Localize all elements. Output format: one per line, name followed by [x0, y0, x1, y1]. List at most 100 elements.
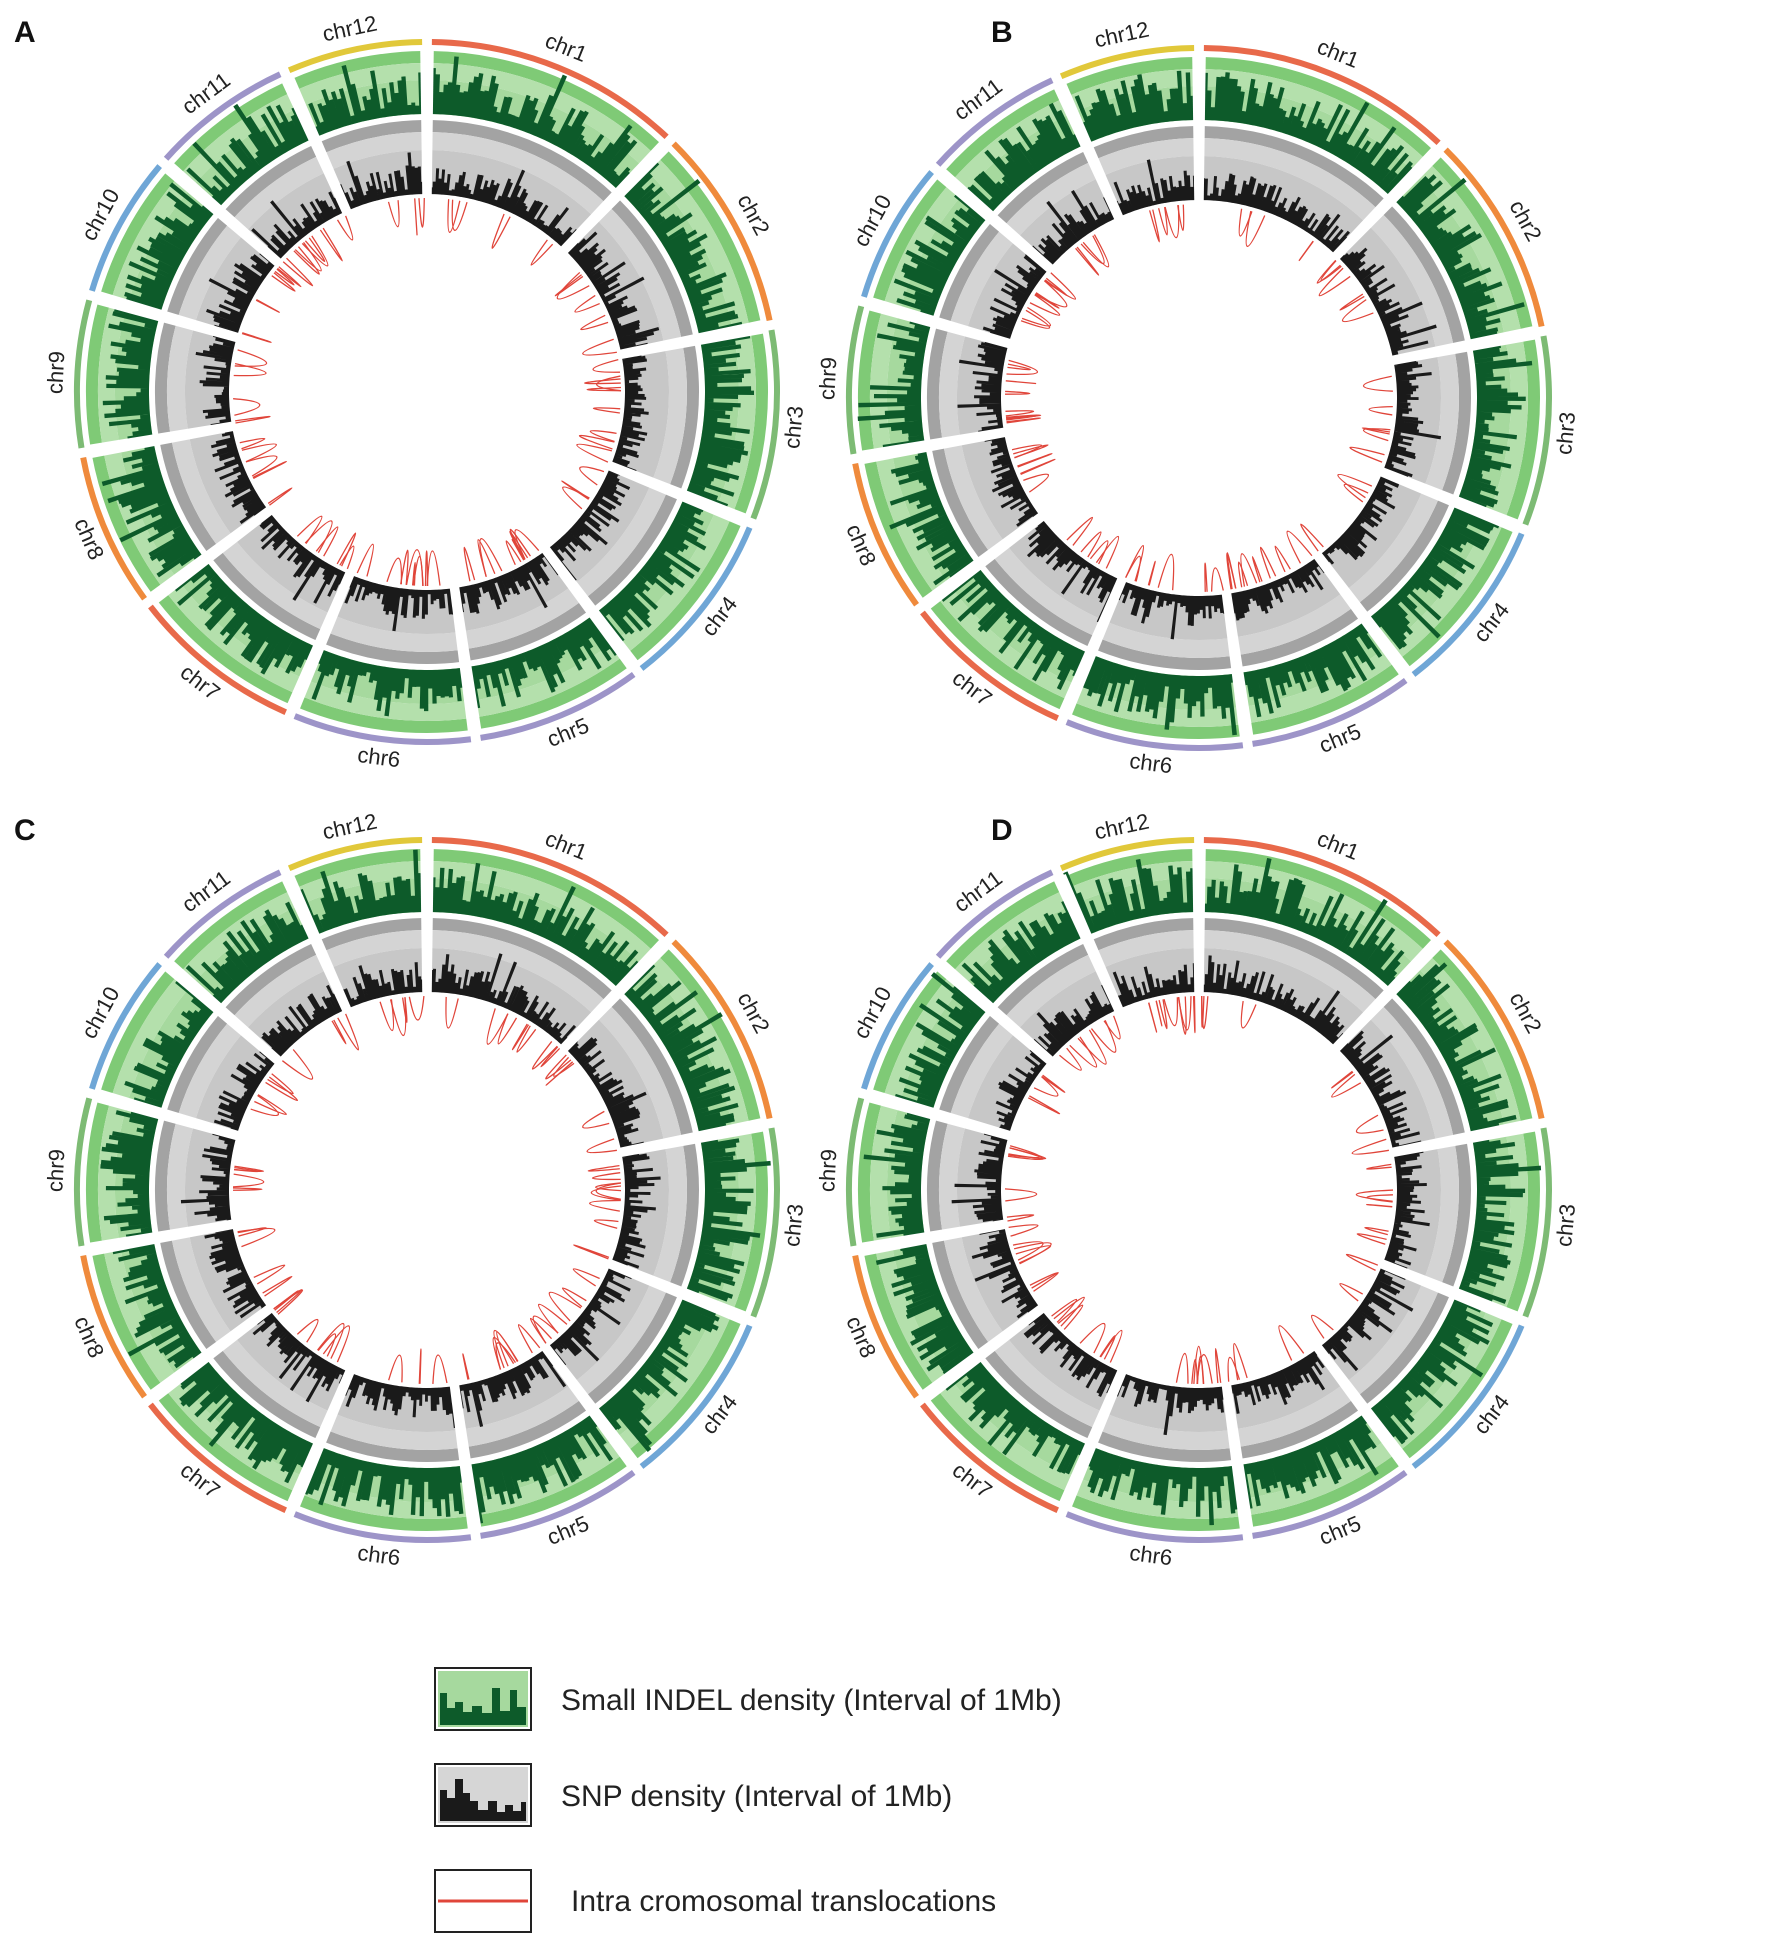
translocation-link	[593, 407, 621, 414]
translocation-link	[1029, 1272, 1059, 1292]
translocation-link	[1017, 452, 1053, 468]
indel-band	[92, 1251, 162, 1392]
chromosome-arc	[148, 1402, 287, 1513]
translocation-link	[389, 997, 407, 1036]
translocation-link	[1274, 545, 1291, 573]
snp-band	[1096, 930, 1196, 968]
indel-density-bars	[1394, 962, 1517, 1134]
snp-density-bars	[206, 251, 276, 335]
translocation-link	[1356, 1233, 1387, 1245]
chromosome-separator	[89, 426, 235, 459]
snp-band	[926, 326, 949, 442]
indel-band	[733, 1129, 769, 1314]
translocation-link	[1005, 414, 1040, 421]
translocation-link	[1366, 1203, 1393, 1208]
translocation-link	[531, 1041, 558, 1070]
translocation-link	[1331, 1073, 1362, 1098]
chromosome-chr6: chr6	[293, 575, 472, 772]
translocation-link	[1238, 208, 1253, 237]
snp-band	[178, 224, 243, 323]
indel-density-bars	[112, 1242, 203, 1369]
translocation-link	[245, 455, 278, 477]
translocation-link	[592, 1172, 621, 1181]
chromosome-arc	[1203, 837, 1441, 938]
translocation-link	[584, 378, 621, 385]
translocation-link	[1005, 410, 1034, 417]
snp-band	[610, 198, 694, 339]
translocation-link	[271, 272, 296, 292]
snp-band	[1100, 622, 1232, 658]
chromosome-arc	[293, 713, 472, 745]
indel-band	[1430, 156, 1533, 331]
snp-density-bars	[251, 191, 344, 261]
chromosome-separator	[1221, 1384, 1244, 1531]
translocation-link	[587, 1164, 620, 1172]
circos-panel-b: Bchr1chr2chr3chr4chr5chr6chr7chr8chr9chr…	[814, 16, 1580, 778]
indel-band	[297, 63, 423, 106]
chromosome-label: chr11	[177, 865, 235, 917]
snp-density-bars	[195, 334, 236, 427]
translocation-link	[589, 1199, 621, 1212]
indel-band	[1064, 57, 1195, 96]
translocation-link	[337, 1013, 360, 1051]
indel-band	[85, 302, 110, 447]
snp-band	[1236, 593, 1353, 655]
translocation-link	[1201, 996, 1205, 1028]
snp-band	[1320, 474, 1423, 590]
chromosome-separator	[1053, 877, 1119, 1013]
translocation-link	[1006, 1214, 1035, 1222]
chromosome-arc	[1411, 532, 1525, 677]
chromosome-separator	[545, 1343, 639, 1463]
translocation-link	[317, 1322, 345, 1359]
translocation-link	[408, 995, 425, 1021]
indel-band	[1390, 518, 1503, 658]
snp-density-bars	[210, 429, 268, 525]
chromosome-chr1: chr1	[429, 28, 669, 248]
chromosome-separator	[861, 1224, 1007, 1257]
translocation-link	[1080, 235, 1105, 265]
snp-density-bars	[1113, 159, 1197, 217]
snp-density-bars	[1116, 581, 1227, 640]
translocation-link	[554, 274, 584, 297]
snp-density-bars	[1338, 247, 1437, 358]
chromosome-separator	[559, 140, 664, 251]
snp-density-bars	[1383, 1149, 1430, 1271]
indel-band	[717, 1131, 756, 1309]
indel-density-bars	[944, 1360, 1087, 1475]
chromosome-separator	[1313, 1346, 1404, 1468]
chromosome-separator	[427, 49, 434, 197]
snp-band	[1347, 1283, 1439, 1396]
chromosome-separator	[290, 873, 352, 1011]
chromosome-separator	[1058, 1368, 1122, 1505]
indel-band	[1203, 849, 1433, 951]
chromosome-label: chr6	[356, 1540, 402, 1570]
snp-density-bars	[1320, 1266, 1414, 1372]
snp-band	[1347, 491, 1439, 604]
snp-band	[938, 329, 966, 440]
chromosome-arc	[861, 962, 934, 1090]
translocation-link	[1149, 209, 1160, 243]
chromosome-arc	[1411, 1324, 1525, 1469]
translocation-link	[1005, 380, 1036, 385]
chromosome-separator	[295, 1370, 355, 1509]
chromosome-separator	[420, 49, 427, 197]
indel-band	[431, 849, 661, 951]
translocation-link	[241, 443, 277, 463]
snp-band	[931, 1238, 990, 1351]
translocation-link	[241, 332, 272, 343]
chromosome-chr5: chr5	[457, 1349, 636, 1550]
translocation-link	[1362, 375, 1393, 392]
indel-density-bars	[686, 333, 755, 509]
snp-band	[1018, 970, 1116, 1059]
chromosome-arc	[935, 77, 1054, 167]
translocation-link	[418, 198, 425, 228]
translocation-link	[578, 434, 615, 450]
snp-band	[1202, 138, 1377, 222]
indel-density-bars	[1081, 655, 1237, 736]
chromosome-chr5: chr5	[1229, 557, 1408, 758]
indel-band	[1249, 1455, 1401, 1527]
chromosome-label: chr11	[177, 67, 235, 119]
translocation-link	[1278, 1325, 1305, 1361]
translocation-link	[265, 1076, 299, 1102]
